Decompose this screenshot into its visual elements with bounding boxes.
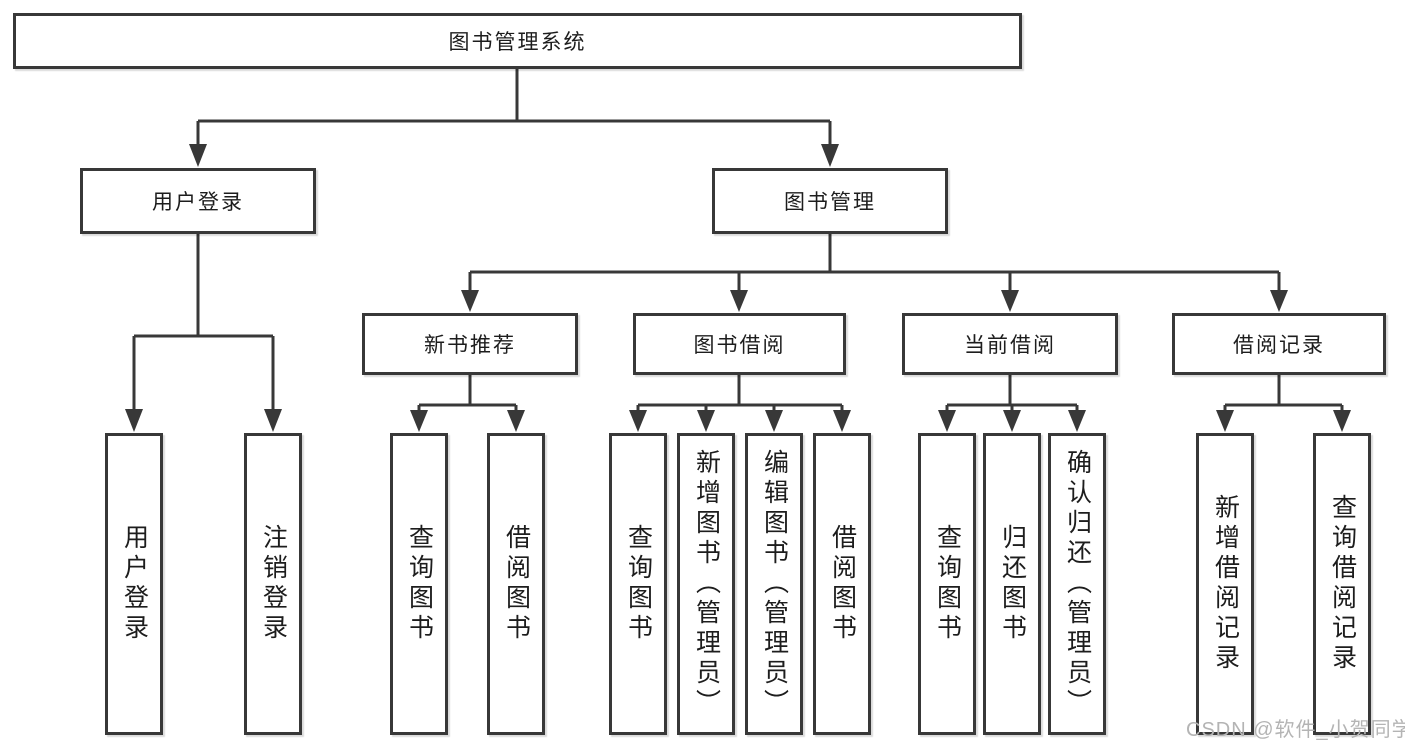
node-leaf-newrec-query-books-label: 查询图书 — [405, 524, 434, 644]
node-leaf-borrow-query-books: 查询图书 — [609, 433, 667, 735]
node-new-book-recommend-label: 新书推荐 — [424, 334, 516, 357]
node-borrow-records: 借阅记录 — [1172, 313, 1386, 375]
node-user-login-label: 用户登录 — [152, 191, 244, 214]
node-leaf-newrec-query-books: 查询图书 — [390, 433, 448, 735]
node-leaf-records-add-record: 新增借阅记录 — [1196, 433, 1254, 735]
node-book-management-label: 图书管理 — [784, 191, 876, 214]
node-leaf-borrow-borrow-books-label: 借阅图书 — [828, 524, 857, 644]
node-leaf-current-confirm-return-admin-label: 确认归还（管理员） — [1063, 449, 1092, 719]
node-leaf-logout-login: 注销登录 — [244, 433, 302, 735]
node-leaf-borrow-add-book-admin: 新增图书（管理员） — [677, 433, 735, 735]
node-leaf-borrow-borrow-books: 借阅图书 — [813, 433, 871, 735]
node-leaf-records-query-record: 查询借阅记录 — [1313, 433, 1371, 735]
node-leaf-newrec-borrow-books-label: 借阅图书 — [502, 524, 531, 644]
node-current-borrow: 当前借阅 — [902, 313, 1118, 375]
node-leaf-current-query-books-label: 查询图书 — [933, 524, 962, 644]
node-leaf-borrow-query-books-label: 查询图书 — [624, 524, 653, 644]
node-book-borrow-label: 图书借阅 — [693, 334, 786, 357]
node-leaf-borrow-add-book-admin-label: 新增图书（管理员） — [692, 449, 721, 719]
connector-root-to-level2 — [189, 69, 839, 167]
node-leaf-current-query-books: 查询图书 — [918, 433, 976, 735]
node-leaf-user-login: 用户登录 — [105, 433, 163, 735]
node-leaf-borrow-edit-book-admin: 编辑图书（管理员） — [745, 433, 803, 735]
node-book-borrow: 图书借阅 — [633, 313, 846, 375]
node-leaf-newrec-borrow-books: 借阅图书 — [487, 433, 545, 735]
node-current-borrow-label: 当前借阅 — [964, 334, 1056, 357]
node-leaf-records-query-record-label: 查询借阅记录 — [1328, 494, 1357, 674]
node-root-label: 图书管理系统 — [448, 31, 587, 54]
connector-new-book-recommend-to-children — [410, 373, 525, 432]
node-leaf-current-return-books: 归还图书 — [983, 433, 1041, 735]
node-user-login: 用户登录 — [80, 168, 316, 234]
node-new-book-recommend: 新书推荐 — [362, 313, 578, 375]
node-borrow-records-label: 借阅记录 — [1233, 334, 1325, 357]
csdn-watermark: CSDN @软件_小贺同学 — [1186, 719, 1405, 741]
connector-current-borrow-to-children — [938, 373, 1086, 432]
node-root: 图书管理系统 — [13, 13, 1022, 69]
connector-user-login-to-children — [125, 232, 282, 432]
node-leaf-current-confirm-return-admin: 确认归还（管理员） — [1048, 433, 1106, 735]
node-leaf-logout-login-label: 注销登录 — [259, 524, 288, 644]
connector-book-borrow-to-children — [629, 373, 851, 432]
node-leaf-records-add-record-label: 新增借阅记录 — [1211, 494, 1240, 674]
connector-borrow-records-to-children — [1216, 373, 1351, 432]
node-leaf-borrow-edit-book-admin-label: 编辑图书（管理员） — [760, 449, 789, 719]
node-leaf-user-login-label: 用户登录 — [120, 524, 149, 644]
connector-book-management-to-children — [461, 232, 1288, 312]
node-book-management: 图书管理 — [712, 168, 948, 234]
node-leaf-current-return-books-label: 归还图书 — [998, 524, 1027, 644]
